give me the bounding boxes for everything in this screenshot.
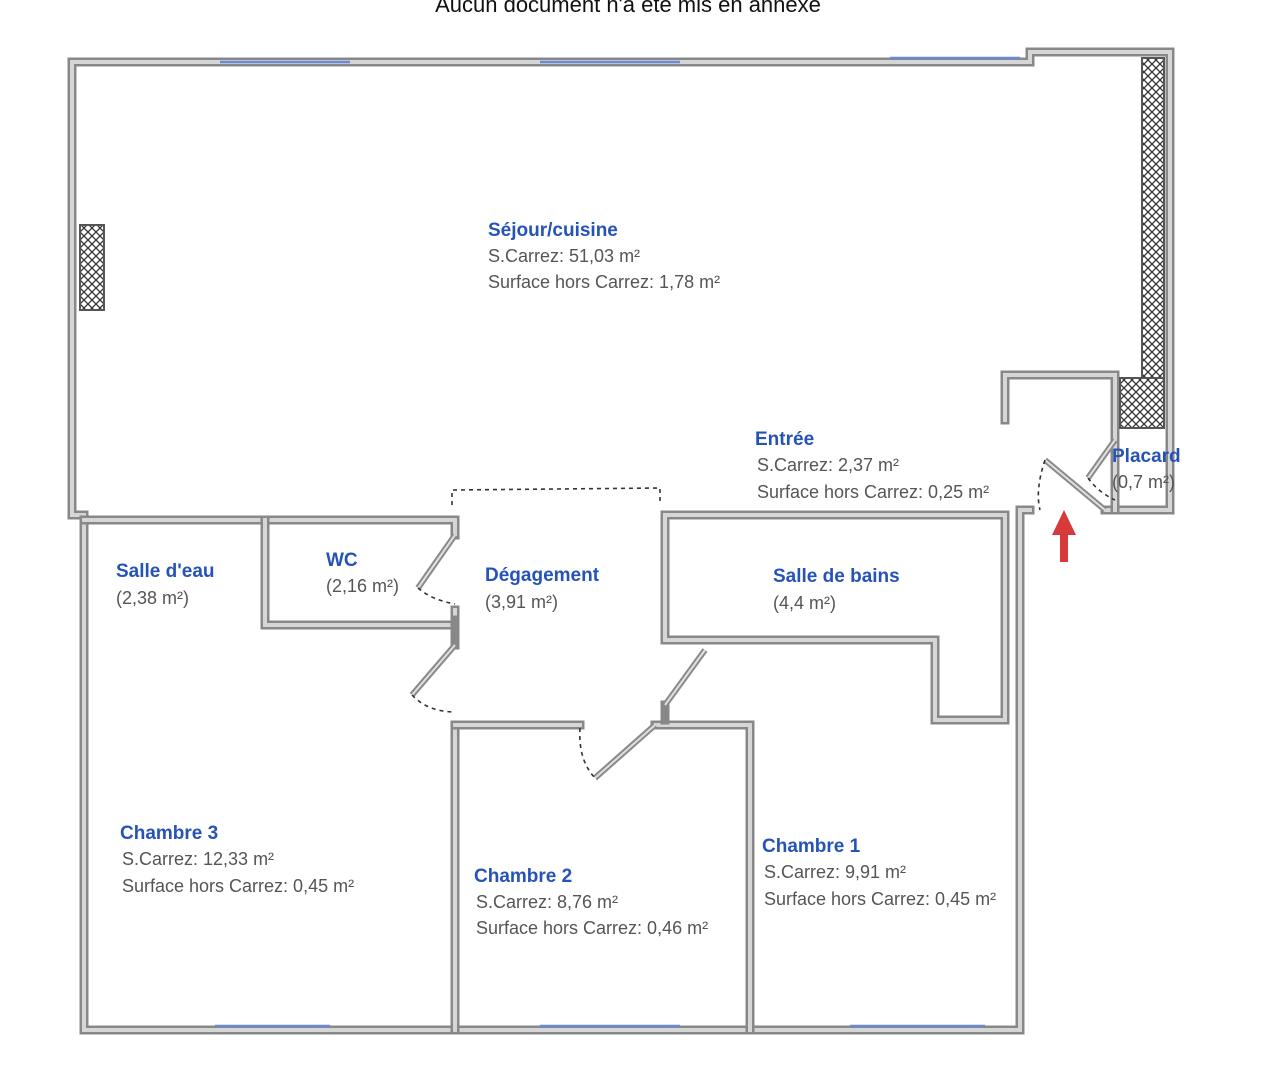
room-carrez: S.Carrez: 12,33 m² [122, 849, 274, 869]
room-label-wc: WC (2,16 m²) [326, 550, 399, 596]
room-carrez: S.Carrez: 8,76 m² [476, 892, 618, 912]
interior-walls [79, 370, 1120, 1035]
room-name: Salle de bains [773, 566, 900, 587]
room-label-degagement: Dégagement (3,91 m²) [485, 565, 600, 612]
room-area: (2,16 m²) [326, 576, 399, 596]
room-label-chambre-1: Chambre 1 S.Carrez: 9,91 m² Surface hors… [762, 836, 996, 909]
hatched-duct-left [79, 224, 105, 311]
room-area: (3,91 m²) [485, 592, 558, 612]
room-hors-carrez: Surface hors Carrez: 0,25 m² [757, 482, 989, 502]
room-carrez: S.Carrez: 51,03 m² [488, 246, 640, 266]
room-name: Salle d'eau [116, 561, 215, 582]
doors [409, 438, 1118, 781]
room-name: WC [326, 550, 358, 571]
room-name: Entrée [755, 429, 814, 450]
room-label-sejour: Séjour/cuisine S.Carrez: 51,03 m² Surfac… [488, 220, 720, 292]
room-hors-carrez: Surface hors Carrez: 0,46 m² [476, 918, 708, 938]
header-text: Aucun document n'a été mis en annexe [435, 0, 821, 17]
room-name: Chambre 1 [762, 836, 861, 857]
red-arrow-up-icon [1052, 510, 1076, 562]
room-area: (2,38 m²) [116, 588, 189, 608]
room-hors-carrez: Surface hors Carrez: 1,78 m² [488, 272, 720, 292]
room-label-chambre-2: Chambre 2 S.Carrez: 8,76 m² Surface hors… [474, 866, 708, 938]
room-carrez: S.Carrez: 2,37 m² [757, 455, 899, 475]
room-label-salle-bains: Salle de bains (4,4 m²) [773, 566, 900, 613]
room-name: Chambre 2 [474, 866, 572, 887]
room-label-entree: Entrée S.Carrez: 2,37 m² Surface hors Ca… [755, 429, 989, 502]
windows [215, 56, 1020, 1028]
room-label-placard: Placard (0,7 m²) [1112, 446, 1181, 492]
room-label-chambre-3: Chambre 3 S.Carrez: 12,33 m² Surface hor… [120, 823, 354, 896]
room-area: (0,7 m²) [1112, 472, 1175, 492]
room-carrez: S.Carrez: 9,91 m² [764, 862, 906, 882]
room-hors-carrez: Surface hors Carrez: 0,45 m² [122, 876, 354, 896]
room-label-salle-eau: Salle d'eau (2,38 m²) [116, 561, 215, 608]
room-name: Séjour/cuisine [488, 220, 618, 241]
hatched-duct-corner [1119, 377, 1165, 429]
hatched-duct-right [1141, 57, 1165, 379]
room-hors-carrez: Surface hors Carrez: 0,45 m² [764, 889, 996, 909]
room-area: (4,4 m²) [773, 593, 836, 613]
room-name: Dégagement [485, 565, 600, 586]
exterior-walls [67, 47, 1175, 1035]
room-name: Chambre 3 [120, 823, 218, 844]
room-name: Placard [1112, 446, 1181, 467]
